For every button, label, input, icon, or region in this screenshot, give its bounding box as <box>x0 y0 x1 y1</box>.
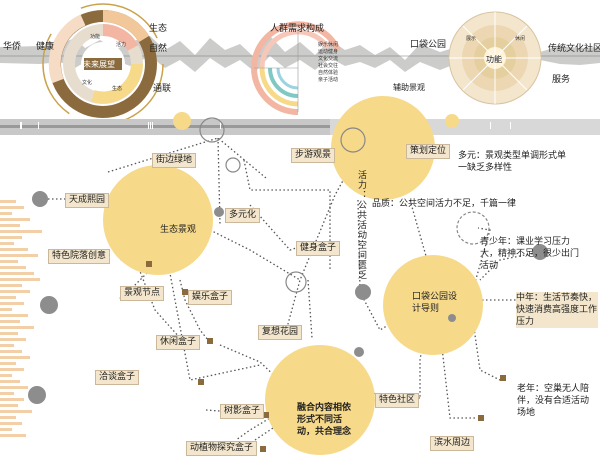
note-youth-title: 青少年： <box>480 237 517 247</box>
ring-mid-item-1: 娱乐休闲 <box>318 42 339 48</box>
node-community: 特色社区 <box>375 393 420 408</box>
ring-right-outer-right: 休闲 <box>515 36 526 42</box>
note-elder-text: 空巢无人陪伴，没有合适活动场地 <box>517 384 590 418</box>
timeline-bar <box>0 119 600 135</box>
node-scenic-point: 景观节点 <box>120 286 165 301</box>
note-diverse-title: 多元： <box>458 151 486 161</box>
note-middle-text: 生活节奏快，快速消费高强度工作压力 <box>516 293 598 327</box>
note-elder-title: 老年： <box>517 384 545 394</box>
ring-left-side2: 自然 <box>149 44 168 54</box>
top-label-right: 传统文化社区 <box>548 44 600 54</box>
gray-spheres <box>28 191 548 404</box>
gold-circles <box>103 96 483 455</box>
ring-left-side3: 通联 <box>153 84 172 94</box>
ring-mid-item-4: 社会交往 <box>318 63 339 69</box>
note-diverse: 多元：景观类型单调形式单一缺乏多样性 <box>458 150 570 174</box>
node-surround: 滨水周边 <box>430 436 475 451</box>
left-histogram <box>0 200 42 437</box>
ring-mid-item-2: 运动健身 <box>318 49 339 55</box>
note-youth: 青少年：课业学习压力大，精神不足，很少出门活动 <box>480 236 586 272</box>
top-label-left2: 健康 <box>36 42 55 52</box>
ring-chart-middle <box>251 21 341 115</box>
node-strategy: 策划定位 <box>406 144 451 159</box>
node-diverse: 多元化 <box>225 208 261 223</box>
ring-mid-item-6: 亲子活动 <box>318 77 339 83</box>
node-pocket: 口袋公园设计导则 <box>412 292 458 314</box>
ring-left-side1: 生态 <box>149 24 168 34</box>
ring-mid-title: 人群需求构成 <box>270 24 325 34</box>
node-entertain: 娱乐盒子 <box>188 290 233 305</box>
note-middle-title: 中年： <box>516 293 544 303</box>
node-eco: 生态景观 <box>160 225 197 235</box>
top-label-right2: 服务 <box>552 75 571 85</box>
note-elder: 老年：空巢无人陪伴，没有合适活动场地 <box>517 383 597 419</box>
node-fusion: 融合内容相依形式不同活动，共合理念 <box>297 403 352 437</box>
ring-mid-item-3: 文化交流 <box>318 56 339 62</box>
node-garden: 复想花园 <box>258 325 303 340</box>
note-diverse-text: 景观类型单调形式单一缺乏多样性 <box>458 151 567 173</box>
note-middle: 中年：生活节奏快，快速消费高强度工作压力 <box>516 292 598 328</box>
outline-circles <box>199 117 490 293</box>
node-leisure: 休闲盒子 <box>156 335 201 350</box>
ring-left-title: 未来展望 <box>83 60 115 69</box>
ring-mid-item-5: 自然体验 <box>318 70 339 76</box>
ring-left-inner-2: 活力 <box>116 42 127 48</box>
node-activity: 活力：公共活动空间匮乏 <box>356 170 366 280</box>
ring-mid-caption: 辅助景观 <box>393 83 425 92</box>
node-animal: 动植物探究盒子 <box>186 441 258 456</box>
node-street-view: 步游观景 <box>291 148 336 163</box>
ring-chart-right <box>448 11 542 105</box>
ring-right-outer-left: 展示 <box>466 36 477 42</box>
note-quality-title: 品质： <box>372 199 400 209</box>
note-quality-text: 公共空间活力不足，千篇一律 <box>399 199 517 209</box>
top-label-left: 华侨 <box>3 42 22 52</box>
node-street: 街边绿地 <box>152 153 197 168</box>
node-fitness: 健身盒子 <box>296 241 341 256</box>
node-chat: 洽谈盒子 <box>95 370 140 385</box>
ring-right-label: 口袋公园 <box>410 40 447 50</box>
note-youth-text: 课业学习压力大，精神不足，很少出门活动 <box>480 237 580 271</box>
ring-left-inner-4: 生态 <box>112 86 123 92</box>
ring-right-center: 功能 <box>486 55 502 64</box>
node-special-sale: 特色院落创意 <box>48 249 111 264</box>
node-tianfu: 天成熙园 <box>65 193 110 208</box>
note-quality: 品质：公共空间活力不足，千篇一律 <box>372 198 516 210</box>
ring-left-inner-3: 文化 <box>82 80 93 86</box>
ring-left-inner-1: 功能 <box>90 34 101 40</box>
node-tree: 树影盒子 <box>220 404 265 419</box>
ring-chart-left <box>42 3 164 125</box>
